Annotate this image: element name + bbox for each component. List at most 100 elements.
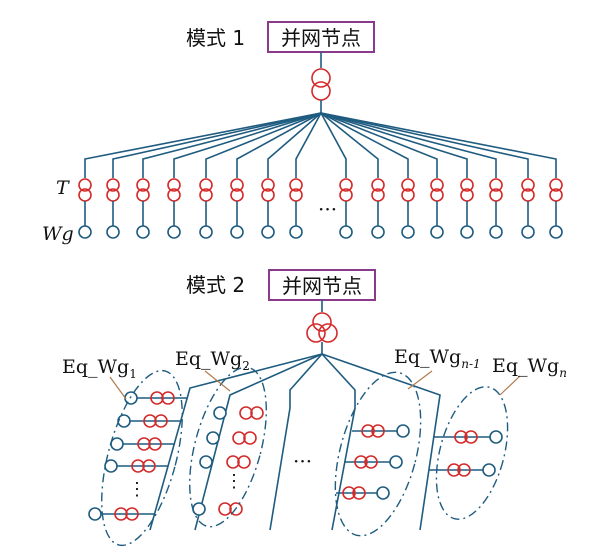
unit-transformer [364,455,378,469]
unit-transformer [229,502,243,516]
unit-transformer [521,178,535,192]
mode1-grid-node: 并网节点 [267,21,375,53]
generator-string-unit [429,463,496,477]
eq-group-2-vdots: ⋮ [225,471,243,492]
unit-transformer [261,178,275,192]
unit-transformer [154,414,168,428]
feeder-line [112,112,322,178]
wind-generator [482,463,496,477]
feeder-unit [230,178,244,239]
wind-generator [110,437,124,451]
unit-transformer [136,178,150,192]
mode1-label: 模式 1 [186,26,245,50]
unit-transformer [371,178,385,192]
wind-generator-row-label: Wg [42,223,74,245]
feeder-unit [371,178,385,239]
unit-transformer [106,178,120,192]
wind-generator [88,507,102,521]
feeder-line [320,112,497,178]
generator-string-unit [352,424,410,438]
eq-label-1: Eq_Wg1 [62,356,137,381]
wind-generator [261,225,275,239]
wind-generator [339,225,353,239]
unit-transformer [243,431,257,445]
eq-group-n [435,386,509,520]
wind-generator [136,225,150,239]
feeder-line [142,112,322,178]
equivalent-groups [101,366,509,547]
wind-generator [199,225,213,239]
feeder-line [236,112,322,178]
feeder-unit [549,178,563,239]
wind-generator [106,225,120,239]
feeder-line [320,112,409,178]
unit-transformer [430,178,444,192]
mode2-feeders [149,353,441,531]
mode1-main-transformer [311,68,331,101]
unit-transformer [454,430,468,444]
unit-transformer [464,430,478,444]
unit-transformer [401,178,415,192]
mode1-ellipsis: ··· [318,197,337,221]
feeder-unit [106,178,120,239]
eq-group-n-1 [334,371,422,537]
unit-transformer [226,455,240,469]
unit-transformer [239,406,253,420]
generator-string-unit [344,455,403,469]
feeder-line [320,112,347,178]
mode1-feeder-lines [84,112,557,178]
wind-generator [430,225,444,239]
feeder-line [267,112,322,178]
feeder-unit [167,178,181,239]
feeder-line [173,112,322,178]
unit-transformer [199,178,213,192]
wind-generator [78,225,92,239]
unit-transformer [148,437,162,451]
mode2-grid-node: 并网节点 [268,269,376,301]
unit-transformer [489,178,503,192]
feeder-unit [430,178,444,239]
unit-transformer [549,178,563,192]
feeder-unit [199,178,213,239]
wind-generator [167,225,181,239]
generator-string-unit [336,486,390,500]
feeder-line [295,112,322,178]
unit-transformer [161,391,175,405]
wind-generator [396,424,410,438]
mode2-ellipsis: ··· [293,449,312,473]
eq-label-n: Eq_Wgn [492,355,567,380]
generator-string-unit [117,414,181,428]
feeder-unit [261,178,275,239]
unit-transformer [150,391,164,405]
unit-transformer [342,486,356,500]
eq-group-2 [189,366,267,528]
wind-generator [376,486,390,500]
feeder-unit [489,178,503,239]
eq-group-1 [101,369,183,547]
generator-string-unit [213,406,264,420]
feeder-line [84,112,322,178]
wind-generator [230,225,244,239]
unit-transformer [289,178,303,192]
mode1-grid-node-label: 并网节点 [281,26,361,50]
feeder-unit [521,178,535,239]
generator-string-unit [199,455,251,469]
unit-transformer [460,178,474,192]
wind-generator [117,414,131,428]
unit-transformer [78,178,92,192]
eq-label-2: Eq_Wg2 [175,348,250,373]
generator-string-unit [110,437,175,451]
unit-transformer [114,507,128,521]
wind-generator [401,225,415,239]
unit-transformer [137,437,151,451]
generator-string-unit [88,507,155,521]
feeder-line [205,112,322,178]
transformer-row-label: T [56,177,70,199]
unit-transformer [250,406,264,420]
unit-transformer [352,486,366,500]
wind-generator [549,225,563,239]
unit-transformer [232,431,246,445]
wind-generator [489,225,503,239]
feeder-unit [401,178,415,239]
